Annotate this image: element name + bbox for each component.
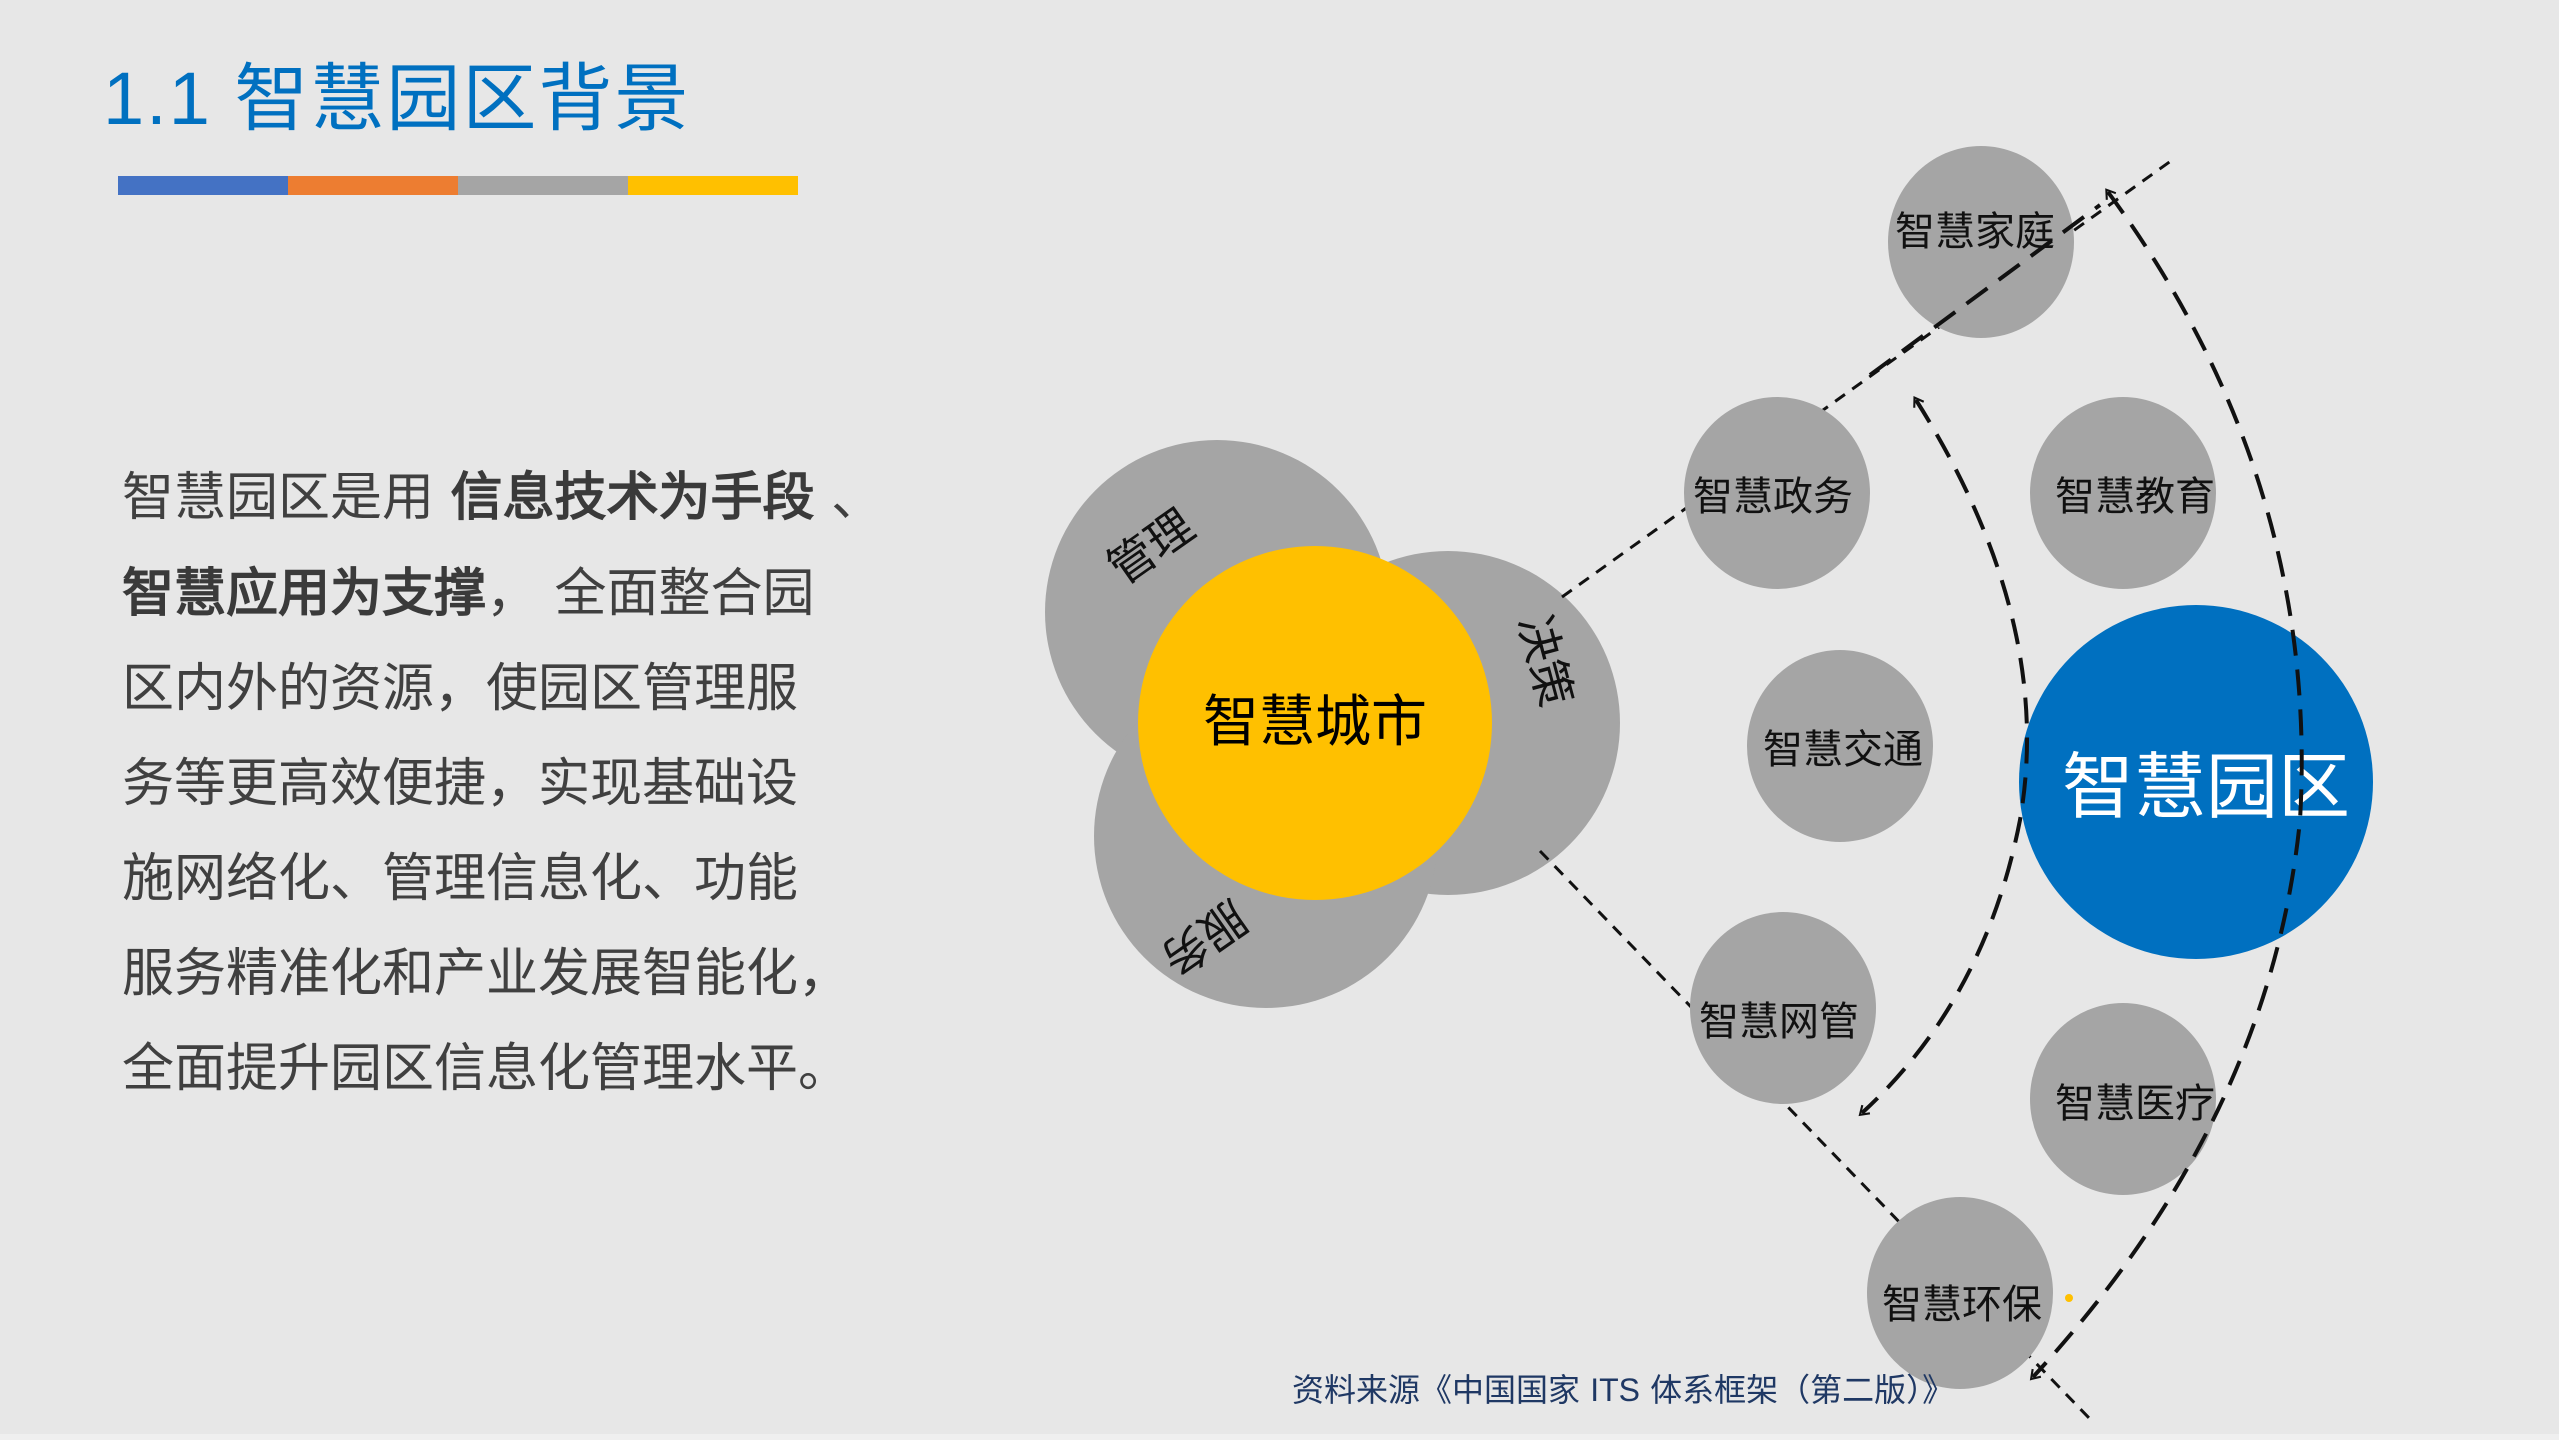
node-label: 智慧家庭 [1895, 209, 2055, 255]
node-label: 智慧网管 [1699, 999, 1859, 1045]
text-run-bold: 智慧应用为支撑 [122, 563, 487, 624]
node-label: 智慧交通 [1763, 727, 1923, 773]
accent-bar-orange [288, 176, 458, 195]
text-run: ， 全面整合园 [486, 564, 815, 624]
bottom-strip [0, 1434, 2559, 1440]
source-citation: 资料来源《中国国家 ITS 体系框架（第二版）》 [1292, 1365, 1954, 1411]
accent-bar-blue [118, 176, 288, 195]
text-run: 智慧园区是用 [122, 468, 451, 528]
paragraph-line: 服务精准化和产业发展智能化， [122, 944, 851, 1004]
source-prefix: 资料来源《中国国家 [1292, 1371, 1591, 1409]
smart-city-label: 智慧城市 [1203, 690, 1427, 755]
intro-paragraph: 智慧园区是用 信息技术为手段 、 智慧应用为支撑， 全面整合园 区内外的资源，使… [122, 450, 922, 1117]
paragraph-line: 区内外的资源，使园区管理服 [122, 659, 799, 719]
paragraph-line: 施网络化、管理信息化、功能 [122, 849, 799, 909]
outer-arc-arrow [2029, 188, 2304, 1381]
smart-city-core [1138, 546, 1492, 900]
node-label: 智慧教育 [2055, 474, 2215, 520]
text-run: 、 [814, 468, 884, 528]
node-smart-home: 智慧家庭 [1888, 146, 2074, 338]
upper-diagonal-dash [1868, 203, 2102, 377]
node-label: 智慧医疗 [2055, 1081, 2215, 1127]
smart-park-label: 智慧园区 [2062, 745, 2350, 829]
inner-arc-arrow [1858, 396, 2029, 1117]
node-label: 智慧环保 [1882, 1282, 2042, 1328]
paragraph-line: 智慧应用为支撑， 全面整合园 [122, 546, 922, 642]
title-accent-bars [118, 176, 798, 195]
accent-bar-yellow [628, 176, 798, 195]
decorative-dot [2065, 1294, 2073, 1302]
node-smart-education: 智慧教育 [2030, 397, 2216, 589]
slide-title: 1.1 智慧园区背景 [103, 57, 691, 140]
text-run-bold: 信息技术为手段 [450, 467, 815, 528]
node-label: 智慧政务 [1693, 474, 1853, 520]
source-suffix: 体系框架（第二版）》 [1639, 1371, 1955, 1409]
city-cluster: 智慧城市 管理 决策 服务 [1045, 440, 1620, 1008]
accent-bar-gray [458, 176, 628, 195]
node-smart-transport: 智慧交通 [1747, 650, 1933, 842]
paragraph-line: 务等更高效便捷，实现基础设 [122, 754, 799, 814]
node-smart-medical: 智慧医疗 [2030, 1003, 2216, 1195]
node-smart-government: 智慧政务 [1684, 397, 1870, 589]
paragraph-line: 全面提升园区信息化管理水平。 [122, 1039, 851, 1099]
source-its: ITS [1590, 1372, 1640, 1408]
node-smart-environment: 智慧环保 [1867, 1197, 2053, 1389]
smart-park-node: 智慧园区 [2019, 605, 2373, 959]
paragraph-line: 智慧园区是用 信息技术为手段 、 [122, 450, 922, 546]
node-smart-network: 智慧网管 [1690, 912, 1876, 1104]
